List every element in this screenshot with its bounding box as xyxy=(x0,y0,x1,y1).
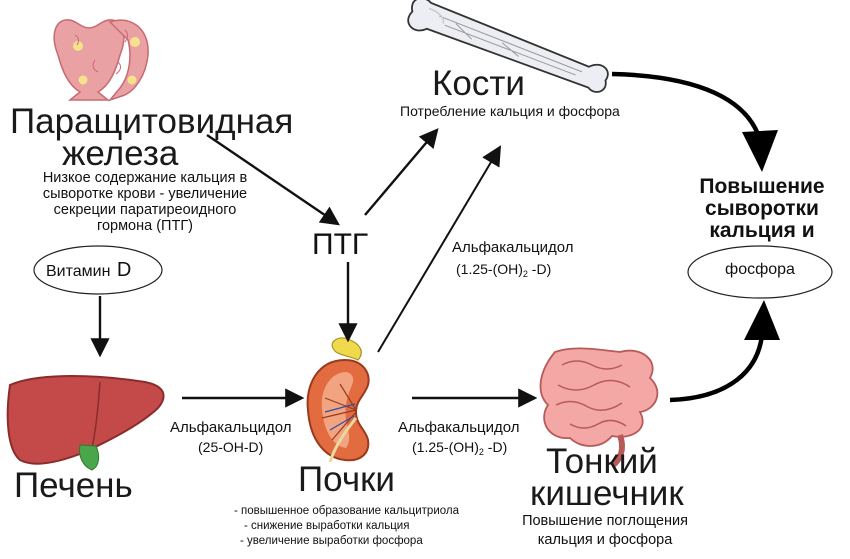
parathyroid-note-line: Низкое содержание кальция в xyxy=(42,170,248,186)
formula-part: -D) xyxy=(527,261,552,277)
parathyroid-note: Низкое содержание кальция в сыворотке кр… xyxy=(14,170,276,234)
kidney-effect-3: - увеличение выработки фосфора xyxy=(240,535,423,547)
vitamin-word: Витамин xyxy=(46,263,111,280)
formula-part: (1.25-(OH) xyxy=(456,261,523,277)
kidney-illustration xyxy=(306,337,370,463)
intestine-subtitle-line: кальция и фосфора xyxy=(537,532,673,548)
intestine-illustration xyxy=(539,347,659,469)
kidney-title: Почки xyxy=(298,460,395,499)
parathyroid-note-line: гормона (ПТГ) xyxy=(96,218,194,234)
result-title-line: сыворотки xyxy=(705,197,819,220)
formula-subscript: 2 xyxy=(522,269,528,279)
arrow-pth-to-bones xyxy=(364,128,439,216)
formula-part: (1.25-(OH) xyxy=(412,439,479,455)
kidney-effect-2: - снижение выработки кальция xyxy=(244,520,410,532)
formula-subscript: 2 xyxy=(478,447,484,457)
parathyroid-title: Паращитовидная xyxy=(10,102,294,141)
intestine-subtitle-line: Повышение поглощения xyxy=(522,513,688,529)
arrow-kidney-to-bones xyxy=(377,145,502,353)
result-title-line: кальция и xyxy=(709,219,815,242)
parathyroid-gland-illustration xyxy=(53,19,149,102)
vitamin-letter: D xyxy=(116,259,132,281)
intestine-title: Тонкий xyxy=(546,442,658,481)
formula-part: -D) xyxy=(483,439,508,455)
arrow-intestine-to-result xyxy=(669,334,765,403)
kidney-intestine-form: (1.25-(OH)2 -D) xyxy=(412,440,507,457)
result-title-line: Повышение xyxy=(699,175,825,198)
parathyroid-title-line2: железа xyxy=(62,134,179,173)
intestine-subtitle: Повышение поглощения кальция и фосфора xyxy=(510,512,700,550)
result-ellipse-label: фосфора xyxy=(725,261,795,278)
liver-illustration xyxy=(6,375,165,471)
bones-subtitle: Потребление кальция и фосфора xyxy=(400,103,620,119)
kidney-effect-1: - повышенное образование кальцитриола xyxy=(234,505,459,517)
bones-title: Кости xyxy=(432,64,525,103)
parathyroid-note-line: секреции паратиреоидного xyxy=(53,202,237,218)
kidney-bone-form: (1.25-(OH)2 -D) xyxy=(456,262,551,279)
intestine-title-line2: кишечник xyxy=(530,474,684,513)
vitamin-d-label: Витамин D xyxy=(46,260,131,280)
vitamin-d-ellipse xyxy=(33,245,163,295)
arrow-bones-to-result xyxy=(611,71,763,141)
kidney-intestine-drug: Альфакальцидол xyxy=(398,419,520,436)
kidney-bone-drug: Альфакальцидол xyxy=(452,239,574,256)
bone-illustration xyxy=(407,0,609,93)
pth-label: ПТГ xyxy=(312,228,369,261)
liver-title: Печень xyxy=(14,466,133,505)
liver-kidney-drug: Альфакальцидол xyxy=(170,419,292,436)
liver-kidney-form: (25-OH-D) xyxy=(198,439,264,455)
parathyroid-note-line: сыворотке крови - увеличение xyxy=(42,186,248,202)
arrow-gland-to-pth xyxy=(206,134,340,226)
result-title: Повышение сыворотки кальция и xyxy=(678,176,846,242)
result-ellipse xyxy=(687,245,833,299)
